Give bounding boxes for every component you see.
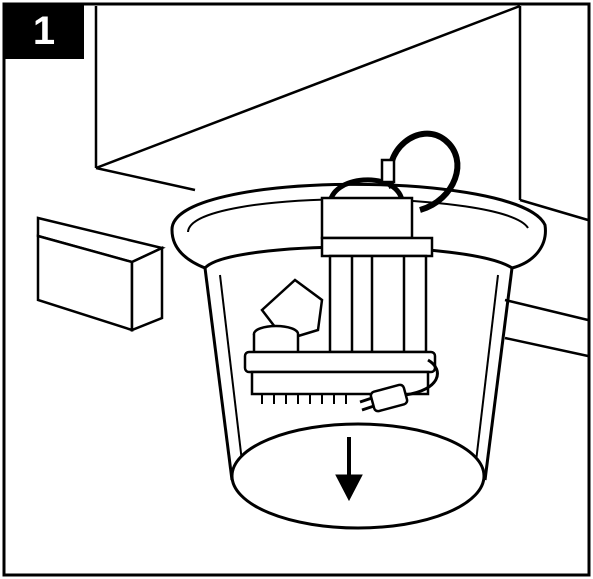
floor-slab-left: [36, 216, 166, 332]
floor-slab-right: [504, 298, 589, 358]
sump-pump-icon: [243, 130, 461, 413]
down-arrow-icon: [335, 437, 363, 502]
basement-wall: [94, 4, 589, 222]
step-number-badge: 1: [4, 4, 84, 59]
step-number: 1: [32, 9, 56, 53]
